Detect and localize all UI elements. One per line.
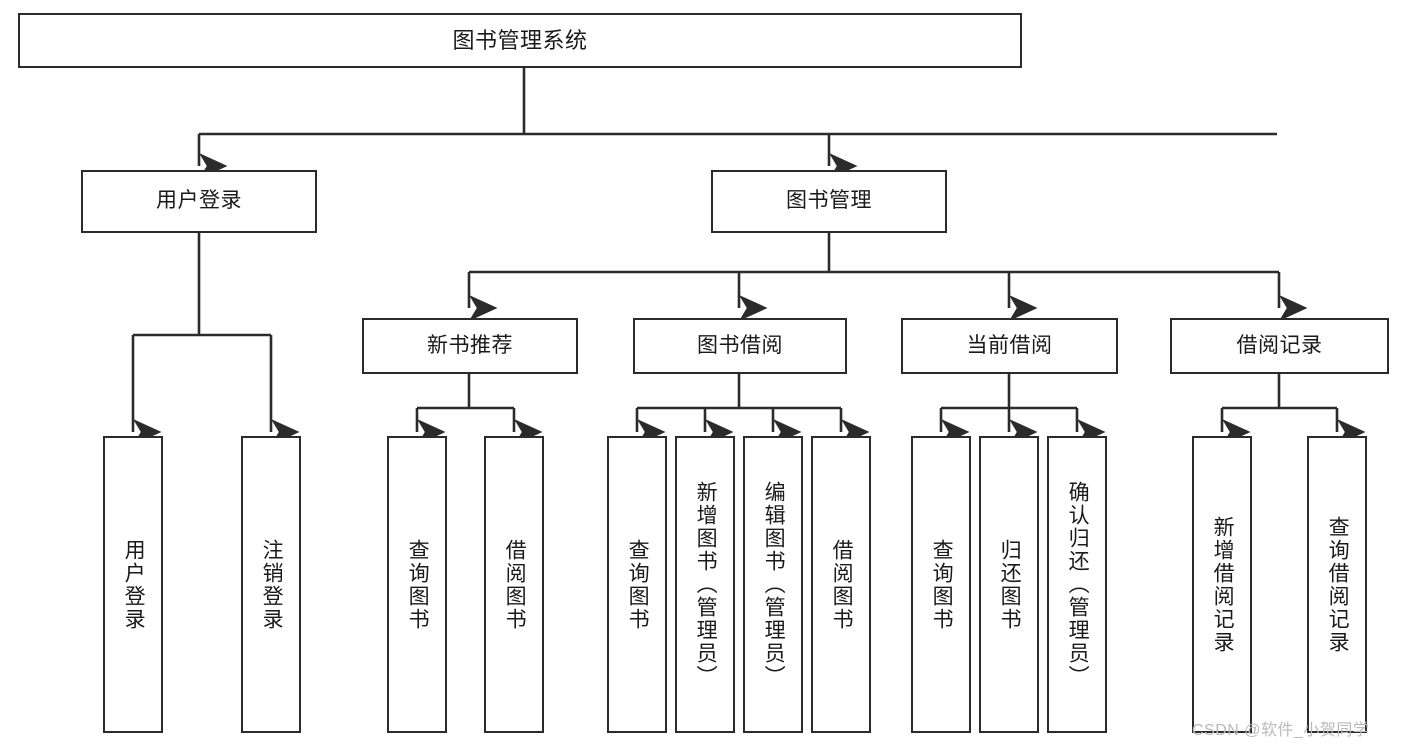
node-label: 归还图书 — [998, 538, 1022, 631]
node-root-system[interactable]: 图书管理系统 — [18, 13, 1022, 68]
node-label: 查询图书 — [930, 538, 954, 631]
leaf-current-borrow-query[interactable]: 查询图书 — [911, 436, 971, 733]
node-label: 用户登录 — [122, 538, 146, 631]
node-label: 新增借阅记录 — [1211, 515, 1235, 654]
csdn-watermark: CSDN @软件_小贺同学 — [1192, 722, 1370, 739]
node-label: 图书管理系统 — [452, 27, 588, 53]
node-label: 注销登录 — [260, 538, 284, 631]
node-label: 当前借阅 — [966, 333, 1053, 357]
leaf-borrow-record-query[interactable]: 查询借阅记录 — [1307, 436, 1367, 733]
node-new-book-recommend[interactable]: 新书推荐 — [362, 318, 578, 374]
node-label: 图书管理 — [786, 189, 872, 213]
node-label: 借阅图书 — [830, 538, 854, 631]
node-label: 用户登录 — [156, 189, 242, 213]
leaf-book-borrow-edit[interactable]: 编辑图书（管理员） — [743, 436, 803, 733]
node-label: 图书借阅 — [697, 333, 783, 357]
node-label: 确认归还（管理员） — [1066, 481, 1090, 688]
leaf-new-book-borrow[interactable]: 借阅图书 — [484, 436, 544, 733]
node-label: 新书推荐 — [427, 333, 513, 357]
node-user-login[interactable]: 用户登录 — [81, 170, 317, 233]
node-label: 借阅记录 — [1236, 333, 1323, 357]
leaf-current-borrow-confirm-return[interactable]: 确认归还（管理员） — [1047, 436, 1107, 733]
node-label: 编辑图书（管理员） — [762, 481, 786, 688]
leaf-user-login-login[interactable]: 用户登录 — [103, 436, 163, 733]
node-label: 新增图书（管理员） — [694, 481, 718, 688]
node-borrow-record[interactable]: 借阅记录 — [1170, 318, 1389, 374]
leaf-book-borrow-add[interactable]: 新增图书（管理员） — [675, 436, 735, 733]
node-book-borrow[interactable]: 图书借阅 — [633, 318, 847, 374]
leaf-new-book-query[interactable]: 查询图书 — [387, 436, 447, 733]
node-label: 查询借阅记录 — [1326, 515, 1350, 654]
node-label: 查询图书 — [406, 538, 430, 631]
node-book-management[interactable]: 图书管理 — [711, 170, 947, 233]
leaf-borrow-record-add[interactable]: 新增借阅记录 — [1192, 436, 1252, 733]
node-current-borrow[interactable]: 当前借阅 — [901, 318, 1118, 374]
node-label: 查询图书 — [626, 538, 650, 631]
leaf-book-borrow-query[interactable]: 查询图书 — [607, 436, 667, 733]
leaf-book-borrow-borrow[interactable]: 借阅图书 — [811, 436, 871, 733]
leaf-user-login-logout[interactable]: 注销登录 — [241, 436, 301, 733]
node-label: 借阅图书 — [503, 538, 527, 631]
leaf-current-borrow-return[interactable]: 归还图书 — [979, 436, 1039, 733]
